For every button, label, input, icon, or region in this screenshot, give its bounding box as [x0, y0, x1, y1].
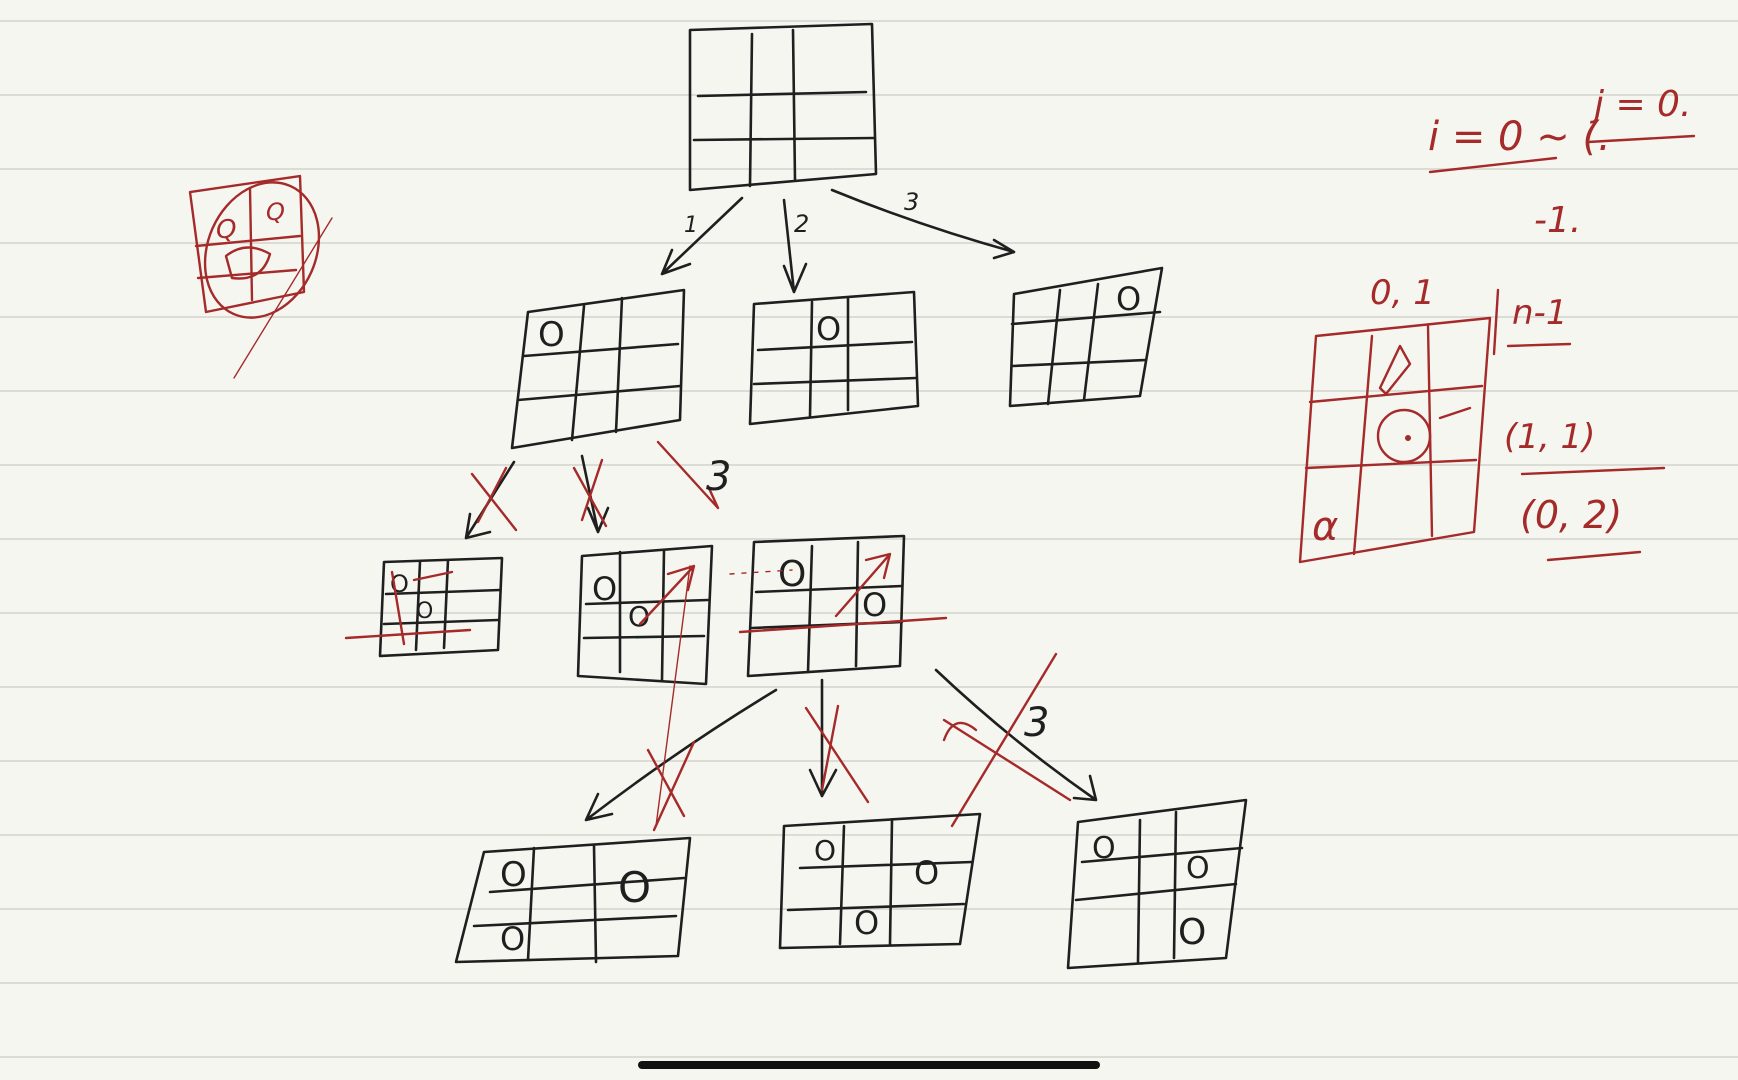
o-mark: O: [592, 570, 617, 608]
branch-label-2: 2: [794, 210, 809, 238]
level1-board-right: O: [1008, 266, 1164, 408]
o-mark: O: [500, 920, 525, 958]
o-mark: O: [862, 586, 887, 624]
mini-board-mark: Q: [266, 198, 285, 226]
branch-label-1: 1: [684, 213, 698, 238]
note-top-label: 0, 1: [1370, 273, 1435, 313]
ruled-line: [0, 316, 1738, 318]
ruled-line: [0, 464, 1738, 466]
ruled-line: [0, 834, 1738, 836]
mini-board-scribble: Q Q: [188, 174, 333, 379]
root-arrows: 1 2 3: [660, 188, 1016, 294]
ruled-line: [0, 168, 1738, 170]
branch-label-3: 3: [1024, 700, 1049, 746]
ruled-line: [0, 94, 1738, 96]
o-mark: O: [816, 310, 841, 348]
level2-arrows: 3: [584, 565, 1098, 832]
mini-board-mark: Q: [216, 215, 236, 245]
level1-board-middle: O: [748, 290, 920, 426]
o-mark: O: [628, 600, 650, 633]
level3-board-right: O O O: [1066, 798, 1248, 970]
level2-board-middle: O O: [576, 544, 714, 686]
ruled-line: [0, 242, 1738, 244]
o-mark: O: [814, 834, 836, 867]
note-minus-1: -1.: [1534, 200, 1581, 241]
ruled-line: [0, 686, 1738, 688]
ruled-line: [0, 20, 1738, 22]
level1-arrows: 3: [464, 440, 731, 540]
ruled-line: [0, 760, 1738, 762]
o-mark: O: [1092, 831, 1116, 866]
right-notes: i = 0 ~ (. j = 0. -1. 0, 1 n-1 α (1, 1) …: [1298, 84, 1696, 564]
root-board: [688, 22, 878, 192]
o-mark: O: [416, 599, 433, 624]
branch-label-3: 3: [706, 454, 731, 500]
level2-board-left: O O: [344, 556, 504, 658]
o-mark: O: [1178, 912, 1206, 953]
ruled-line: [0, 908, 1738, 910]
ruled-line: [0, 612, 1738, 614]
level3-board-left: O O O: [454, 836, 692, 964]
note-alpha: α: [1312, 504, 1338, 550]
branch-label-3: 3: [904, 188, 919, 216]
ruled-line: [0, 390, 1738, 392]
note-j: j = 0.: [1589, 84, 1691, 125]
o-mark: O: [1186, 851, 1210, 886]
ruled-line: [0, 982, 1738, 984]
level2-board-right: O O: [729, 534, 948, 678]
o-mark: O: [1116, 280, 1141, 318]
o-mark: O: [538, 315, 565, 355]
note-coord-2: (0, 2): [1520, 493, 1622, 537]
home-indicator[interactable]: [638, 1061, 1100, 1069]
note-i: i = 0 ~ (.: [1428, 114, 1611, 160]
o-mark: O: [618, 863, 651, 912]
level1-board-left: O: [510, 288, 686, 450]
note-n-minus-1: n-1: [1512, 293, 1567, 333]
o-mark: O: [854, 904, 879, 942]
level3-board-middle: O O O: [778, 812, 982, 950]
o-mark: O: [500, 855, 527, 895]
o-mark: O: [778, 554, 806, 595]
ruled-line: [0, 1056, 1738, 1058]
o-mark: O: [914, 854, 939, 892]
note-coord-1: (1, 1): [1504, 417, 1595, 457]
ruled-line: [0, 538, 1738, 540]
